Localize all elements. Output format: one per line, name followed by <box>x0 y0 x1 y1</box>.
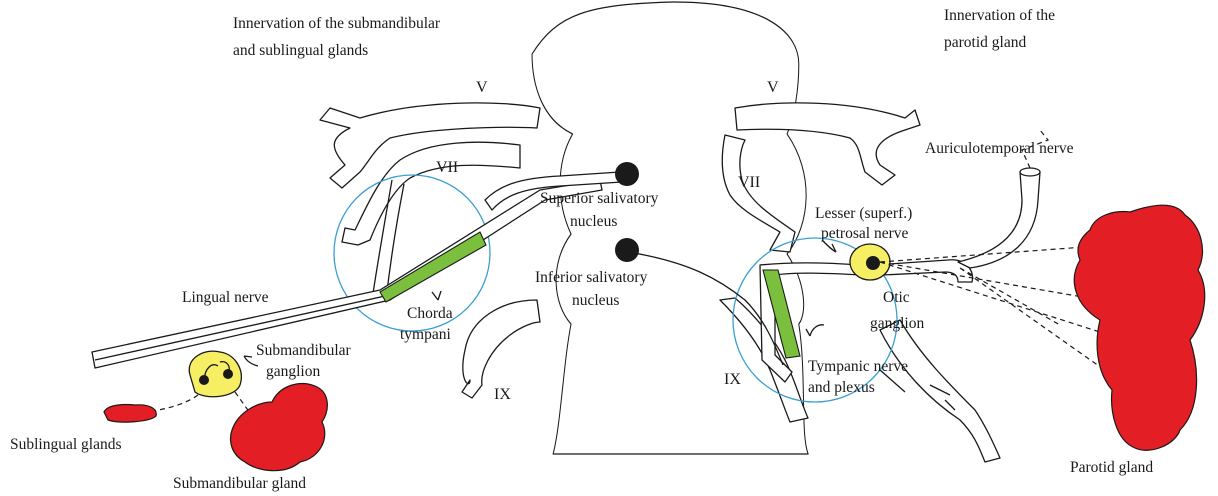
right-plexus-branch <box>880 320 1000 462</box>
label-vii-left: VII <box>436 159 458 176</box>
label-vii-right: VII <box>738 174 760 191</box>
inferior-nucleus-label-2: nucleus <box>572 292 619 309</box>
chorda-tympani-segment <box>380 232 486 302</box>
right-title-line2: parotid gland <box>944 34 1026 51</box>
lesser-petrosal-label-2: petrosal nerve <box>821 225 908 242</box>
chorda-label-1: Chorda <box>407 305 453 322</box>
inferior-nucleus-label-1: Inferior salivatory <box>535 269 648 286</box>
auriculotemporal-cut <box>1020 168 1040 176</box>
submandibular-ganglion <box>189 351 241 397</box>
tympanic-label-1: Tympanic nerve <box>808 358 908 375</box>
auriculotemporal-label: Auriculotemporal nerve <box>925 140 1074 157</box>
label-v-right: V <box>767 79 779 96</box>
right-title-line1: Innervation of the <box>944 7 1055 24</box>
inferior-salivatory-dot <box>615 238 639 262</box>
superior-salivatory-dot <box>615 162 639 186</box>
nerve-ix-left <box>462 300 540 398</box>
sublingual-glands-label: Sublingual glands <box>10 436 122 453</box>
submandibular-gland-label: Submandibular gland <box>173 475 306 492</box>
superior-nucleus-label-1: Superior salivatory <box>540 190 659 207</box>
sublingual-glands <box>104 405 156 423</box>
superior-nucleus-label-2: nucleus <box>570 213 617 230</box>
otic-label-2: ganglion <box>870 315 924 332</box>
submandibular-ganglion-label-1: Submandibular <box>256 342 352 359</box>
otic-label-1: Otic <box>883 289 910 306</box>
chorda-arrow <box>432 291 441 300</box>
label-v-left: V <box>476 79 488 96</box>
label-ix-right: IX <box>724 371 741 388</box>
otic-ganglion-neuron <box>866 256 880 270</box>
lingual-nerve-tube <box>92 180 602 368</box>
left-title-line1: Innervation of the submandibular <box>233 15 441 32</box>
left-title-line2: and sublingual glands <box>233 42 368 59</box>
lingual-nerve-label: Lingual nerve <box>182 289 269 306</box>
parotid-label: Parotid gland <box>1070 459 1153 476</box>
submandibular-gland <box>231 384 328 471</box>
lesser-petrosal-label-1: Lesser (superf.) <box>815 205 912 222</box>
label-ix-left: IX <box>494 386 511 403</box>
parotid-gland <box>1074 205 1204 450</box>
chorda-label-2: tympani <box>400 326 451 343</box>
submandibular-ganglion-label-2: ganglion <box>266 363 320 380</box>
tympanic-label-2: and plexus <box>808 379 875 396</box>
tympanic-arrow <box>806 325 824 336</box>
